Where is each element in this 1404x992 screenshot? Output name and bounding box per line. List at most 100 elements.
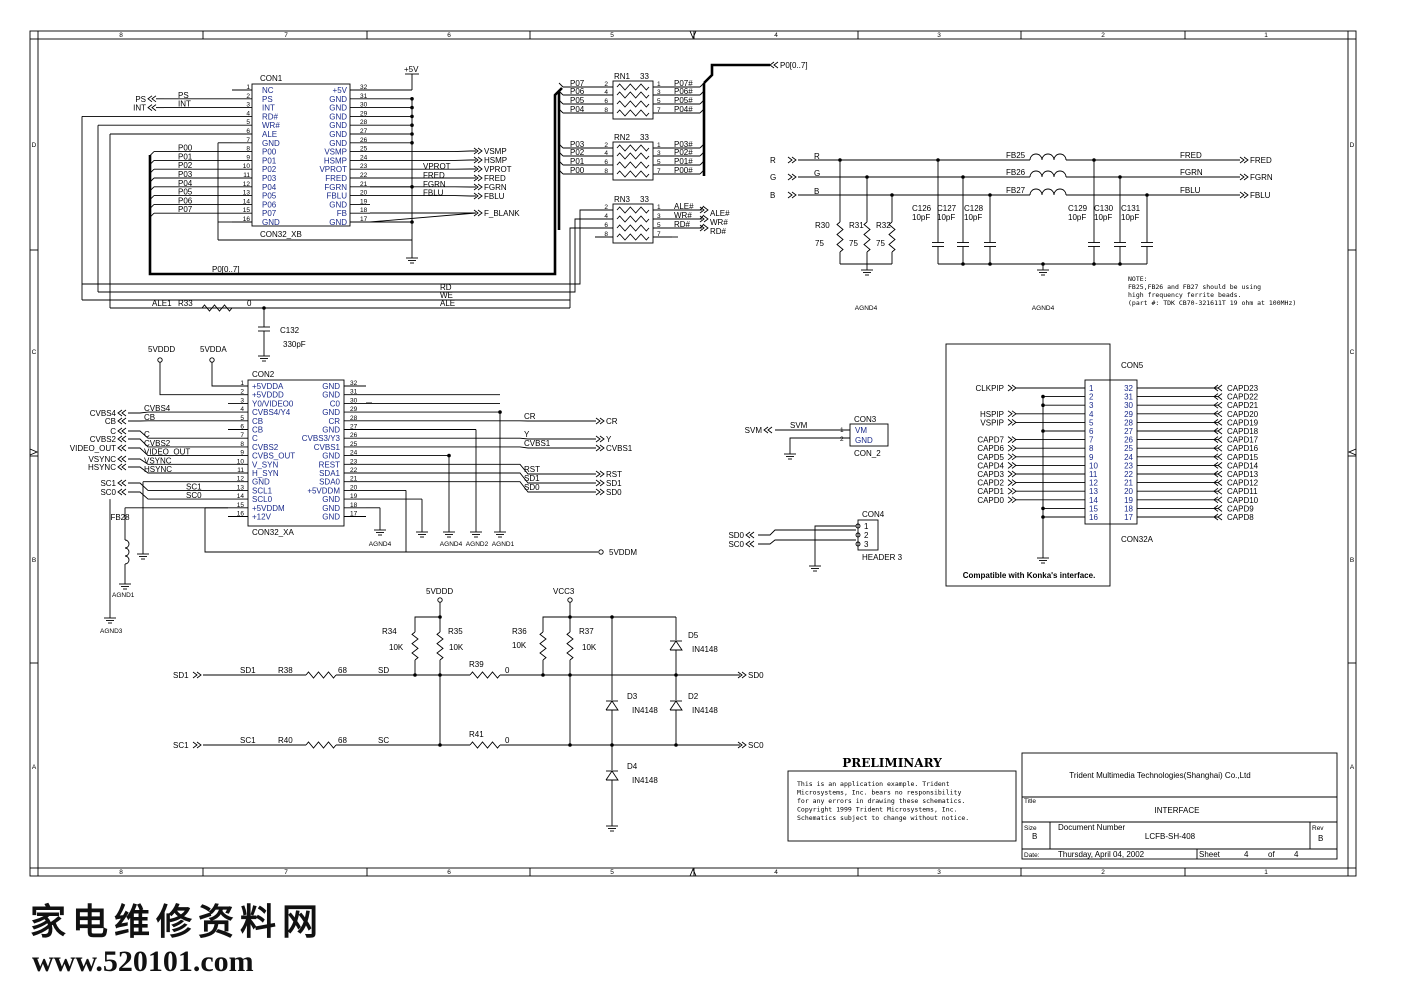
- con2-pinnum-30: 30: [350, 397, 358, 404]
- con1-pinnum-20: 20: [360, 190, 368, 197]
- rgb-in-label-R: R: [770, 156, 776, 165]
- i2c-r40: [305, 741, 337, 749]
- i2c-vcc3-node: [567, 597, 573, 603]
- con2-pinnum-15: 15: [237, 502, 245, 509]
- con3-pin-gnd: GND: [855, 436, 873, 445]
- r34-ref: R34: [382, 627, 397, 636]
- con5-lport-8-arrow1: [1007, 453, 1013, 461]
- con5-rnet-CAPD17: CAPD17: [1227, 436, 1259, 445]
- con2-lport-VSYNC-label: VSYNC: [88, 455, 116, 464]
- con1-pinname-16: GND: [262, 218, 280, 227]
- c132-ref: C132: [280, 326, 300, 335]
- con1-gnd-dot-15: [410, 220, 414, 224]
- rnet-in-RN1-3: P04: [570, 105, 585, 114]
- con1-gnd-dot-3: [410, 114, 414, 119]
- con2-lport-CVBS4-arrow2: [121, 409, 127, 417]
- r39-ref: R39: [469, 660, 484, 669]
- i2c-sc-dot-0: [438, 743, 442, 747]
- con2-lport-VSYNC-arrow1: [117, 455, 123, 463]
- rgb-out-port-FBLU-arrow2: [1243, 191, 1249, 199]
- rnet-pinr-RN2-3: 7: [657, 168, 661, 175]
- con2-rport-CVBS1-label: CVBS1: [606, 444, 633, 453]
- con5-rnet-CAPD9: CAPD9: [1227, 504, 1254, 513]
- rnet-in-RN1-1: P06: [570, 87, 585, 96]
- border-row-right-B: B: [1350, 557, 1354, 564]
- con2-lnet-VSYNC: [128, 458, 228, 465]
- con2-pinname-22: SDA1: [319, 469, 340, 478]
- con2-lport-CB-label: CB: [105, 417, 116, 426]
- con1-pinname-28: GND: [329, 121, 347, 130]
- con2-lnet-label-SC1: SC1: [186, 482, 202, 491]
- con2-pinnum-22: 22: [350, 467, 358, 474]
- r40-ref: R40: [278, 736, 293, 745]
- disclaimer-line-4: Schematics subject to change without not…: [797, 814, 969, 822]
- con5-pinnum-l-6: 6: [1089, 427, 1094, 436]
- con5-part: CON32A: [1121, 535, 1154, 544]
- con2-lnet-CVBS4: [128, 411, 228, 414]
- con3-ref: CON3: [854, 415, 877, 424]
- border-row-left-C: C: [32, 349, 37, 356]
- con1-rnet-FGRN: FGRN: [423, 180, 446, 189]
- con1-pinnum-2: 2: [246, 93, 250, 100]
- d2-body: [669, 700, 683, 711]
- rgb-agnd4-b: AGND4: [1032, 305, 1055, 312]
- con1-gnd-dot-6: [410, 141, 414, 145]
- rnet-out-RN3-1: WR#: [674, 211, 692, 220]
- con1-pinnum-5: 5: [246, 119, 250, 126]
- con3-pin-vm: VM: [855, 426, 867, 435]
- con1-pinnum-8: 8: [246, 146, 250, 153]
- rnet-ref-RN2: RN2: [614, 133, 631, 142]
- rgb-note-1: FB25,FB26 and FB27 should be using: [1128, 283, 1261, 291]
- con1-pinname-22: FRED: [325, 174, 347, 183]
- con1-busnet-label-P00: P00: [178, 144, 193, 153]
- p0-bus-to-port: [703, 63, 770, 84]
- con2-lport-VSYNC-arrow2: [121, 455, 127, 463]
- con2-rport-RST-arrow2: [599, 470, 605, 478]
- rnet-pinl-RN3-1: 4: [604, 213, 608, 220]
- con5-pinnum-r-29: 29: [1124, 410, 1133, 419]
- con1-port-VSMP-arrow1: [473, 147, 479, 155]
- rgb-note-0: NOTE:: [1128, 275, 1148, 283]
- con1-pinname-2: PS: [262, 95, 273, 104]
- rnet-out-RN1-1: P06#: [674, 87, 693, 96]
- con2-rport-CR-label: CR: [606, 417, 618, 426]
- rnet-pinl-RN1-3: 8: [604, 107, 608, 114]
- con5-frame: [945, 343, 1111, 587]
- border-col-bot-5: 5: [610, 869, 614, 876]
- tb-size: B: [1032, 832, 1037, 841]
- con5-lnet-CAPD6: CAPD6: [977, 444, 1004, 453]
- i2c-sc0-out-label: SC0: [748, 741, 764, 750]
- con1-pinname-13: P05: [262, 192, 277, 201]
- rnet-pinr-RN3-1: 3: [657, 213, 661, 220]
- rn3-port-ale: ALE#: [710, 209, 730, 218]
- rnet-pinl-RN2-3: 8: [604, 168, 608, 175]
- con5-lport-6-arrow1: [1007, 436, 1013, 443]
- con2-pinname-11: H_SYN: [252, 469, 279, 478]
- con5-rnet-CAPD21: CAPD21: [1227, 401, 1259, 410]
- rnet-pinr-RN2-1: 3: [657, 150, 661, 157]
- con1-pinnum-17: 17: [360, 216, 368, 223]
- con5-pinnum-r-23: 23: [1124, 461, 1133, 470]
- con1-pinname-15: P07: [262, 209, 277, 218]
- con3-svm-net: SVM: [790, 421, 808, 430]
- rgb-in-port-R-arrow2: [791, 156, 797, 164]
- con2-lport-CVBS2-label: CVBS2: [90, 435, 117, 444]
- con2-rport-Y-arrow1: [595, 435, 601, 443]
- con2-pinname-26: CVBS3/Y3: [302, 434, 341, 443]
- con2-pinname-28: CR: [328, 417, 340, 426]
- con2-lnet-SC0: [128, 491, 228, 500]
- rgb-out-port-FGRN-label: FGRN: [1250, 173, 1273, 182]
- r34-val: 10K: [389, 643, 404, 652]
- rnet-out-RN3-2: RD#: [674, 220, 691, 229]
- p0-port-arrow1: [769, 61, 775, 69]
- con2-rport-SD0-arrow1: [595, 488, 601, 496]
- rgb-out-net-FBLU: FBLU: [1180, 186, 1201, 195]
- rnet-pinr-RN1-2: 5: [657, 98, 661, 105]
- i2c-sd1-net: SD1: [240, 666, 256, 675]
- con1-bus-entry-P00: [149, 151, 155, 156]
- con2-lport-C-arrow2: [121, 427, 127, 435]
- i2c-5vddd-node: [437, 597, 443, 603]
- rgb-out-port-FRED-arrow1: [1239, 156, 1245, 164]
- r37-ref: R37: [579, 627, 594, 636]
- i2c-r35: [436, 631, 444, 661]
